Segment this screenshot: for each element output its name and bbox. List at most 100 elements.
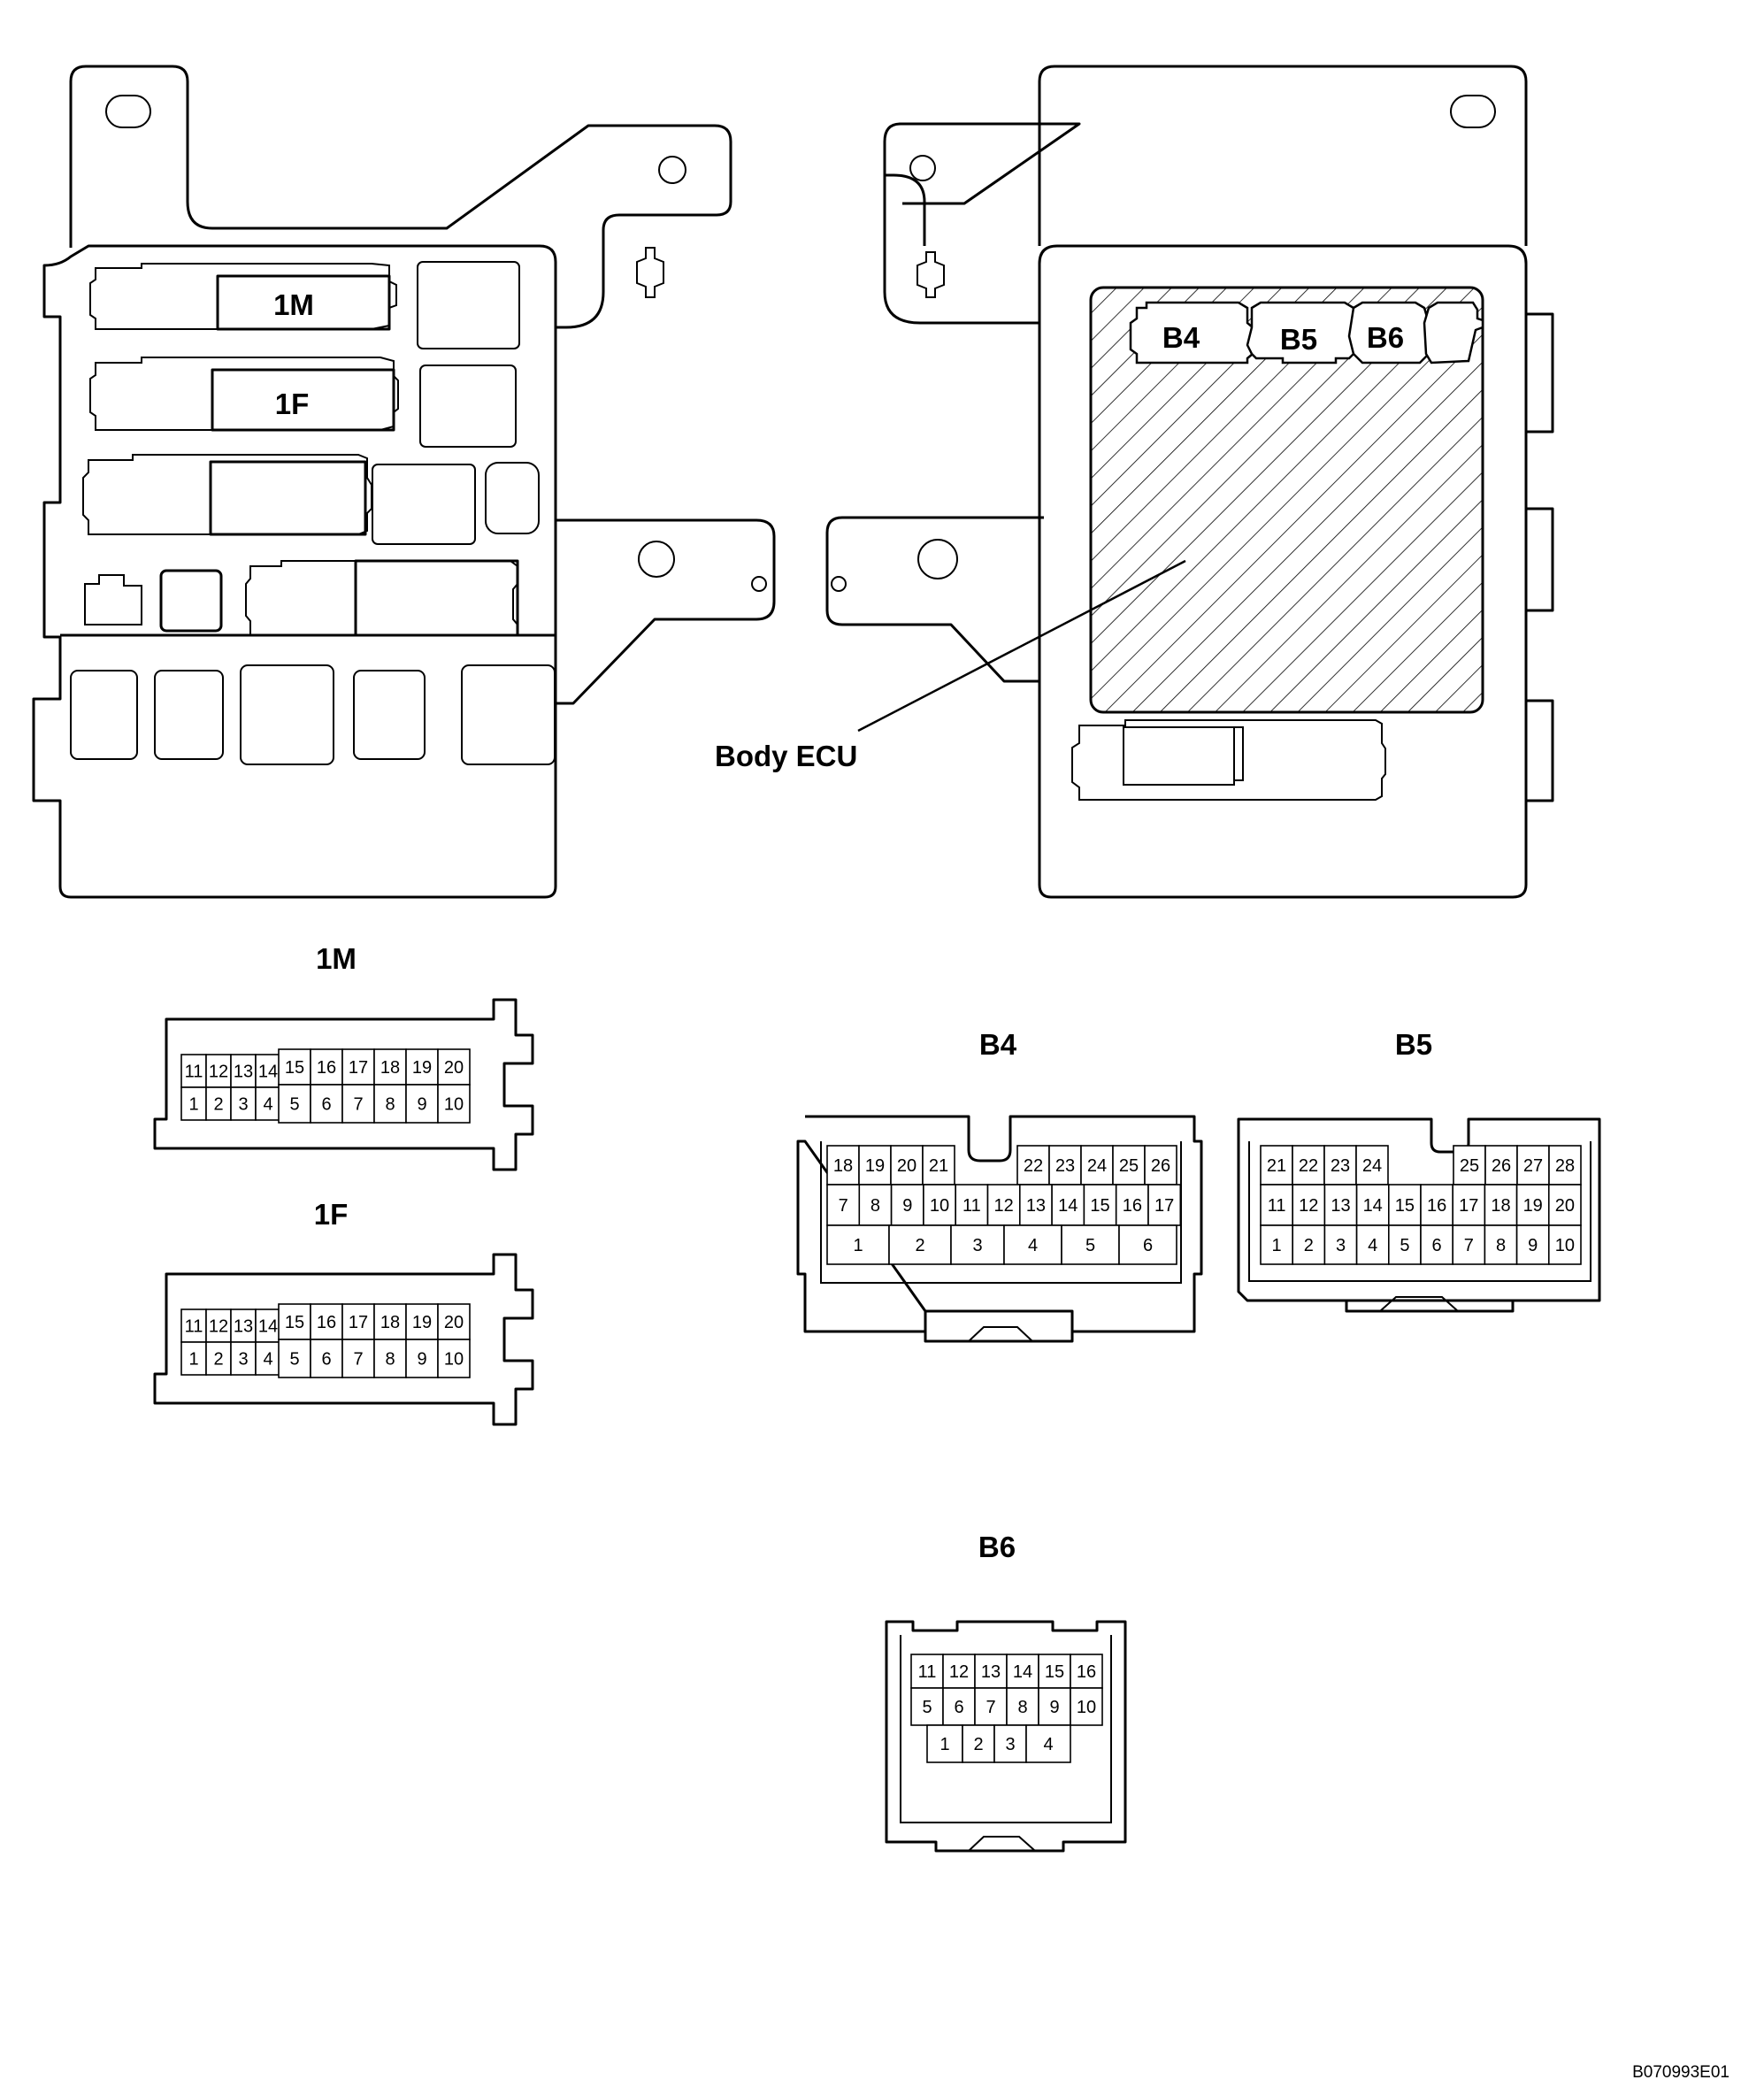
B6-pin-10: 10 <box>1077 1698 1096 1717</box>
1M-pin-17: 17 <box>349 1058 368 1078</box>
1M-pin-14: 14 <box>258 1063 278 1082</box>
B5-cavity-6 <box>1420 1224 1454 1265</box>
1F-cavity-3 <box>230 1341 257 1376</box>
1M-pin-15: 15 <box>285 1058 304 1078</box>
B5-pin-9: 9 <box>1528 1236 1538 1255</box>
connector-B6-title: B6 <box>978 1531 1016 1563</box>
B6-pin-16: 16 <box>1077 1662 1096 1682</box>
B5-pin-16: 16 <box>1427 1196 1446 1216</box>
1F-pin-18: 18 <box>380 1313 400 1332</box>
B4-cavity-5 <box>1061 1224 1120 1265</box>
B4-pin-26: 26 <box>1151 1156 1170 1176</box>
diagram-code: B070993E01 <box>1632 2063 1729 2082</box>
B6-cavity-4 <box>1025 1724 1071 1763</box>
1M-pin-9: 9 <box>417 1095 426 1115</box>
B4-pin-25: 25 <box>1119 1156 1139 1176</box>
1F-cavity-1 <box>180 1341 207 1376</box>
B5-cavity-27 <box>1516 1145 1550 1186</box>
1M-pin-6: 6 <box>321 1095 331 1115</box>
B4-cavity-15 <box>1083 1184 1117 1226</box>
B5-pin-19: 19 <box>1523 1196 1543 1216</box>
B4-pin-15: 15 <box>1090 1196 1109 1216</box>
B5-cavity-22 <box>1292 1145 1325 1186</box>
B5-cavity-12 <box>1292 1184 1326 1226</box>
1M-cavity-6 <box>310 1084 343 1124</box>
B6-pin-13: 13 <box>981 1662 1001 1682</box>
B6-pin-5: 5 <box>922 1698 932 1717</box>
B5-pin-2: 2 <box>1304 1236 1314 1255</box>
1F-cavity-6 <box>310 1339 343 1378</box>
1F-pin-13: 13 <box>234 1317 253 1337</box>
B5-pin-28: 28 <box>1555 1156 1575 1176</box>
1M-pin-5: 5 <box>289 1095 299 1115</box>
1F-pin-19: 19 <box>412 1313 432 1332</box>
B5-pin-23: 23 <box>1331 1156 1350 1176</box>
B6-pin-6: 6 <box>954 1698 963 1717</box>
1M-cavity-8 <box>373 1084 407 1124</box>
B4-pin-9: 9 <box>902 1196 912 1216</box>
1M-pin-18: 18 <box>380 1058 400 1078</box>
B5-pin-10: 10 <box>1555 1236 1575 1255</box>
1M-pin-3: 3 <box>238 1095 248 1115</box>
1F-pin-11: 11 <box>185 1317 203 1337</box>
1M-pin-8: 8 <box>385 1095 395 1115</box>
label-B5-location: B5 <box>1280 323 1317 356</box>
1M-cavity-16 <box>310 1048 343 1086</box>
B4-cavity-16 <box>1115 1184 1149 1226</box>
B5-cavity-23 <box>1323 1145 1357 1186</box>
B6-pin-15: 15 <box>1045 1662 1064 1682</box>
1F-pin-12: 12 <box>209 1317 228 1337</box>
1M-pin-2: 2 <box>213 1095 223 1115</box>
1M-pin-10: 10 <box>444 1095 464 1115</box>
B5-pin-5: 5 <box>1400 1236 1409 1255</box>
B6-pin-14: 14 <box>1013 1662 1032 1682</box>
B5-pin-3: 3 <box>1336 1236 1346 1255</box>
1M-pin-20: 20 <box>444 1058 464 1078</box>
1F-pin-6: 6 <box>321 1350 331 1370</box>
B4-cavity-6 <box>1118 1224 1177 1265</box>
1F-pin-3: 3 <box>238 1350 248 1370</box>
1M-pin-19: 19 <box>412 1058 432 1078</box>
B6-pin-9: 9 <box>1049 1698 1059 1717</box>
1F-pin-4: 4 <box>263 1350 272 1370</box>
1F-pin-9: 9 <box>417 1350 426 1370</box>
1F-pin-5: 5 <box>289 1350 299 1370</box>
1M-pin-12: 12 <box>209 1063 228 1082</box>
B4-pin-20: 20 <box>897 1156 917 1176</box>
label-B4-location: B4 <box>1162 321 1200 354</box>
B5-cavity-5 <box>1388 1224 1422 1265</box>
1F-cavity-20 <box>437 1303 471 1340</box>
B5-pin-4: 4 <box>1368 1236 1377 1255</box>
B4-pin-22: 22 <box>1024 1156 1043 1176</box>
B6-pin-2: 2 <box>973 1735 983 1754</box>
1F-cavity-8 <box>373 1339 407 1378</box>
B4-cavity-1 <box>826 1224 890 1265</box>
B4-cavity-9 <box>890 1184 924 1226</box>
B4-pin-4: 4 <box>1028 1236 1038 1255</box>
label-1F-location: 1F <box>275 388 310 420</box>
B6-cavity-5 <box>910 1687 944 1726</box>
left-junction-block-view: 1M 1F <box>32 65 776 899</box>
1M-cavity-4 <box>255 1086 281 1121</box>
B5-pin-7: 7 <box>1464 1236 1474 1255</box>
B5-pin-6: 6 <box>1432 1236 1442 1255</box>
B4-cavity-2 <box>888 1224 952 1265</box>
B5-pin-8: 8 <box>1496 1236 1506 1255</box>
B6-pin-3: 3 <box>1005 1735 1015 1754</box>
B4-pin-21: 21 <box>929 1156 948 1176</box>
1F-pin-16: 16 <box>317 1313 336 1332</box>
1F-pin-20: 20 <box>444 1313 464 1332</box>
B4-pin-24: 24 <box>1087 1156 1107 1176</box>
connector-1F-title: 1F <box>314 1198 349 1231</box>
B4-pin-5: 5 <box>1085 1236 1095 1255</box>
right-body-ecu-view: B4 B5 B6 <box>825 65 1554 899</box>
B5-cavity-13 <box>1323 1184 1358 1226</box>
B5-cavity-1 <box>1260 1224 1294 1265</box>
B4-pin-3: 3 <box>972 1236 982 1255</box>
B5-cavity-24 <box>1355 1145 1389 1186</box>
1M-pin-7: 7 <box>353 1095 363 1115</box>
B6-pin-7: 7 <box>986 1698 995 1717</box>
